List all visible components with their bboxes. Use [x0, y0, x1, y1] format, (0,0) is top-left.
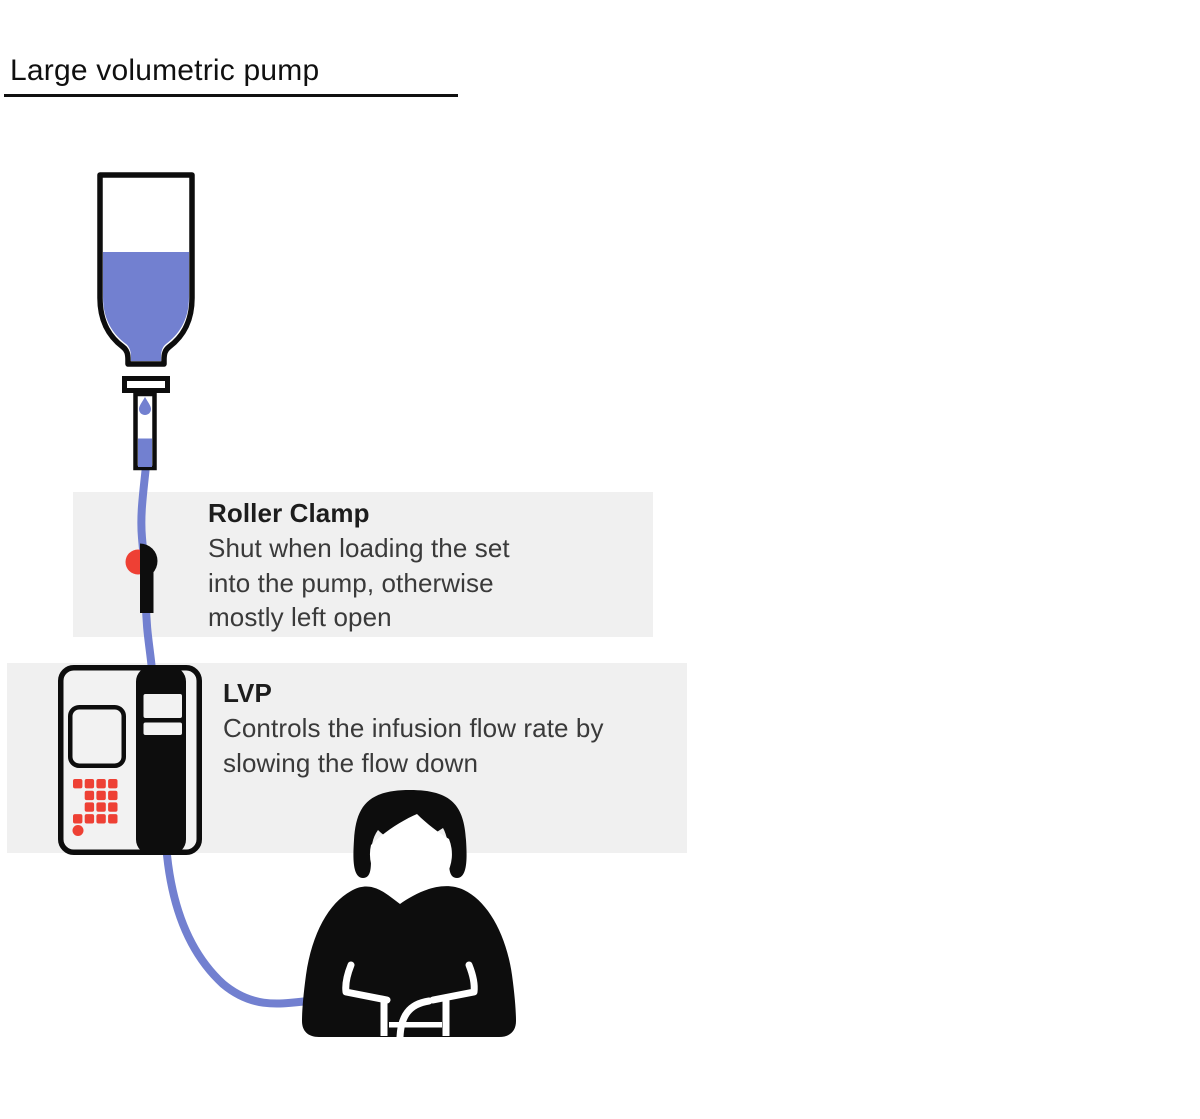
patient-left-arm-line	[342, 961, 391, 1004]
patient-tube-curl-line	[396, 997, 433, 1041]
chamber-liquid	[138, 438, 152, 467]
drip-chamber-icon	[133, 391, 157, 471]
keypad-key	[108, 779, 118, 789]
patient-body	[302, 886, 516, 1037]
keypad-key	[96, 814, 106, 824]
page-title: Large volumetric pump	[10, 54, 320, 87]
roller-clamp-icon	[125, 543, 158, 613]
lvp-pump-icon	[58, 665, 202, 855]
keypad-key	[73, 779, 83, 789]
pump-display	[68, 705, 126, 768]
lvp-annotation: LVP Controls the infusion flow rate by s…	[223, 676, 693, 780]
keypad-key	[108, 802, 118, 812]
bottle-cap	[122, 376, 170, 393]
keypad-key	[84, 802, 95, 812]
pump-door-latch	[143, 722, 182, 735]
bottle-liquid	[103, 252, 189, 361]
patient-right-arm-line	[429, 961, 478, 1004]
annotation-body: Shut when loading the set into the pump,…	[208, 533, 510, 632]
annotation-body: Controls the infusion flow rate by slowi…	[223, 713, 604, 778]
keypad-key	[108, 814, 118, 824]
keypad-key	[84, 779, 95, 789]
keypad-key	[84, 790, 95, 801]
keypad-key	[96, 790, 106, 801]
patient-face	[369, 814, 452, 896]
keypad-power-dot	[72, 825, 84, 836]
pump-door-window	[143, 694, 182, 718]
iv-fluid-bottle-icon	[97, 172, 195, 393]
annotation-heading: LVP	[223, 678, 272, 708]
keypad-icon	[72, 779, 118, 836]
annotation-heading: Roller Clamp	[208, 498, 370, 528]
keypad-key	[73, 814, 83, 824]
keypad-key	[96, 802, 106, 812]
roller-clamp-annotation-panel	[73, 492, 653, 637]
keypad-key	[84, 814, 95, 824]
patient-hands-gap	[389, 1022, 442, 1028]
drip-droplet	[139, 397, 151, 415]
patient-icon	[302, 790, 516, 1041]
clamp-handle	[140, 566, 154, 613]
keypad-key	[108, 790, 118, 801]
roller-clamp-annotation: Roller Clamp Shut when loading the set i…	[208, 496, 668, 635]
keypad-key	[96, 779, 106, 789]
title-underline: Large volumetric pump	[4, 54, 458, 97]
